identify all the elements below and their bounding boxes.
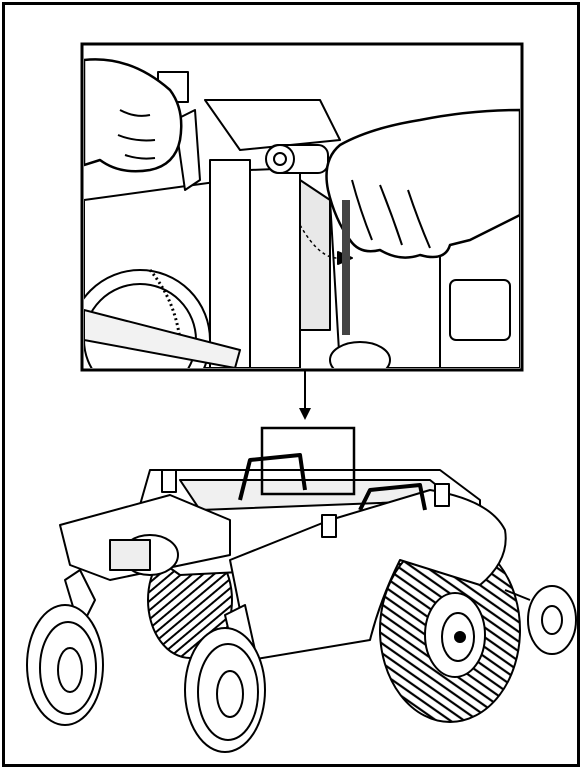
fender-right [229,489,507,661]
callout-box-icon [260,426,356,496]
power-base [26,453,577,753]
latch-plate [299,179,331,331]
latch-handle [238,453,307,501]
detail-view [80,42,524,372]
seat-post [321,514,337,538]
caster-hub [329,341,391,368]
seat-post [161,469,177,493]
frame-column-side [249,167,301,368]
seat-post [434,483,450,507]
frame-cutout [449,279,511,341]
frame-column [209,159,251,368]
frame-top-plate [204,99,341,151]
rear-handle [358,483,427,511]
arrow-down-icon [299,370,311,420]
latch-rod [342,200,350,335]
hand-right-icon [325,108,520,259]
